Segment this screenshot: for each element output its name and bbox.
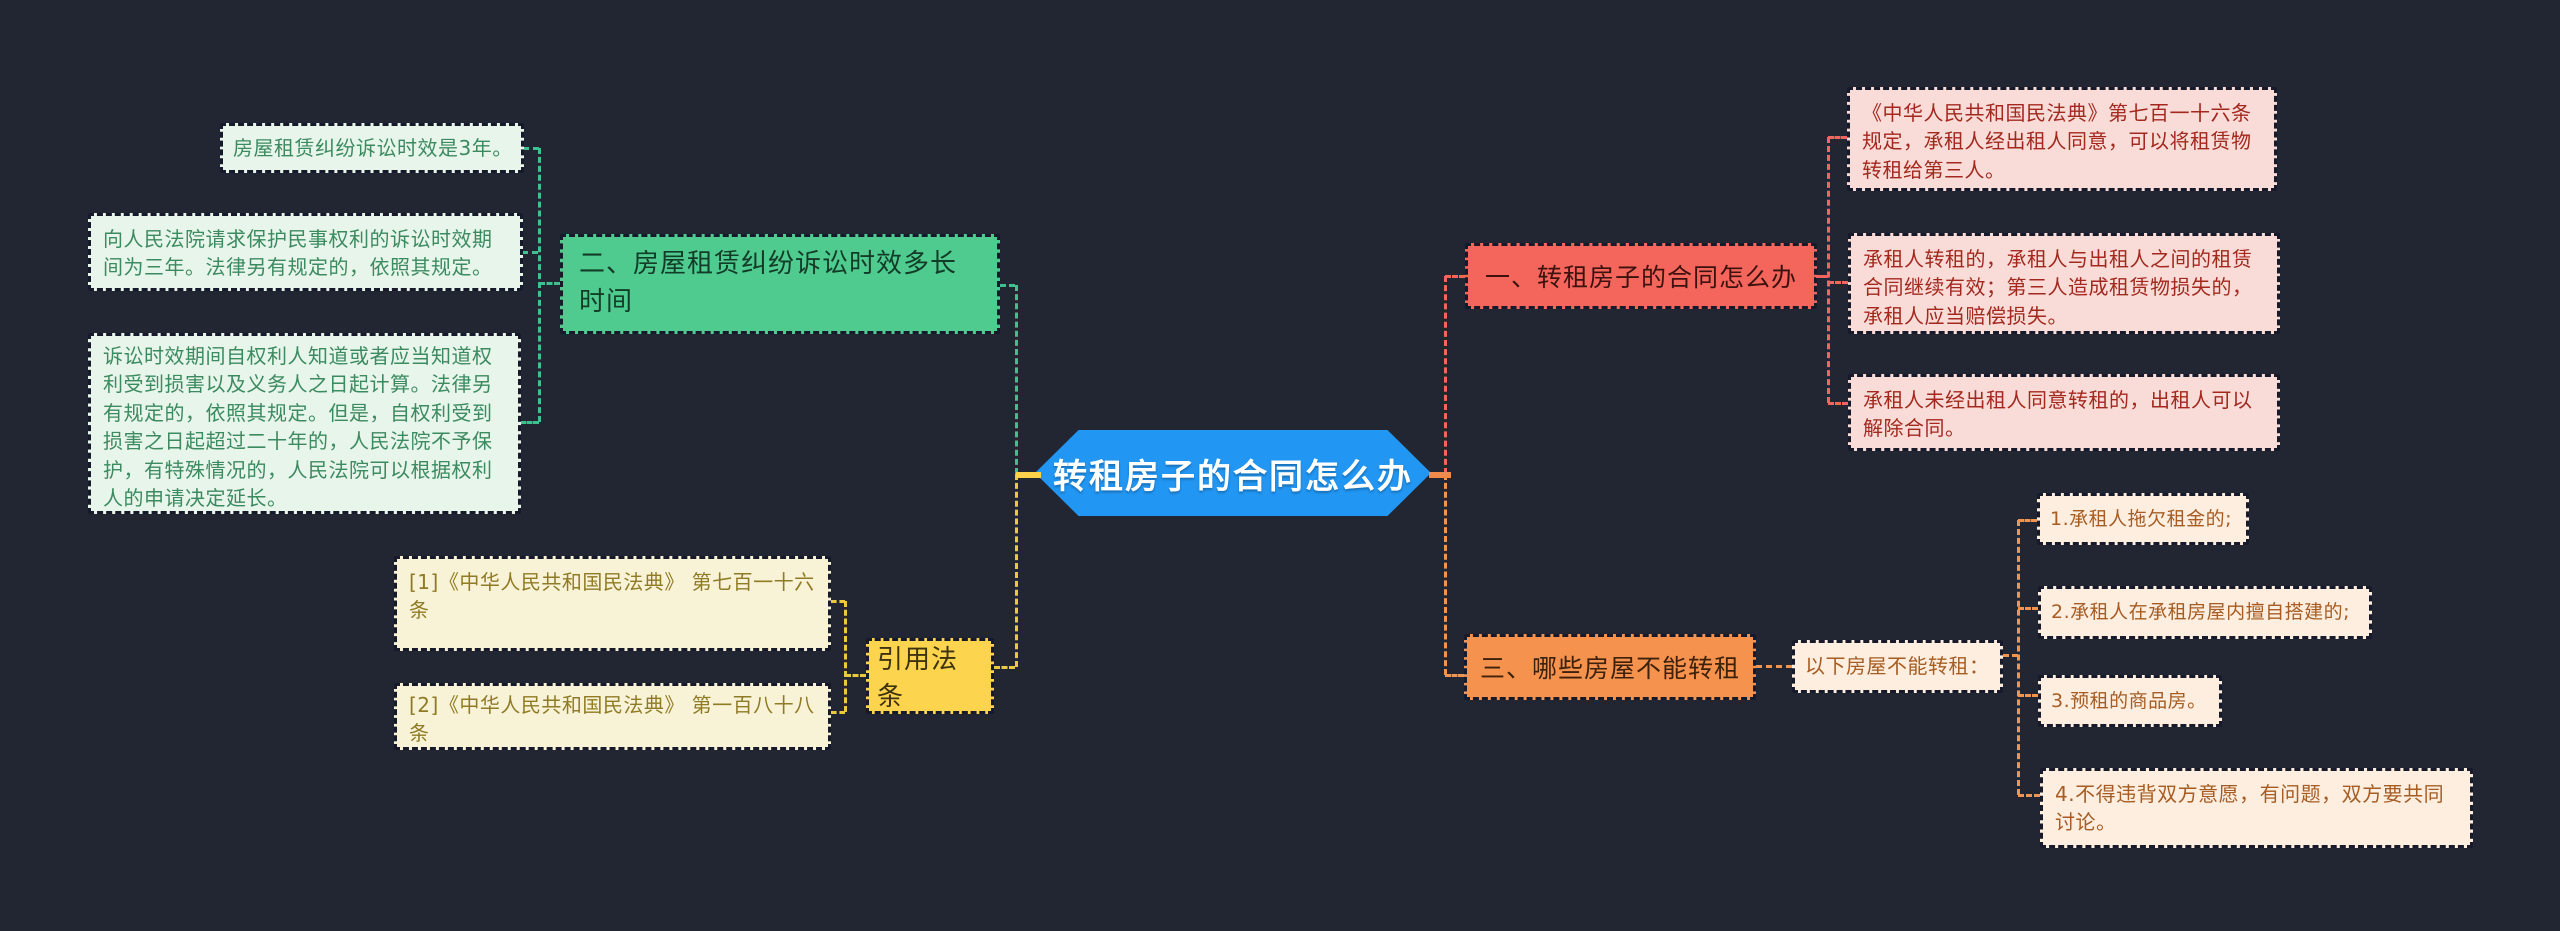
connector-intro-to-subtrunk — [2003, 654, 2018, 657]
note-contract-1[interactable]: 《中华人民共和国民法典》第七百一十六条规定，承租人经出租人同意，可以将租赁物转租… — [1847, 87, 2277, 191]
note-no-sublet-1[interactable]: 1.承租人拖欠租金的; — [2037, 493, 2249, 545]
note-limitation-1[interactable]: 房屋租赁纠纷诉讼时效是3年。 — [220, 123, 524, 173]
connector-citation-node-stub — [845, 674, 866, 677]
connector-main-left-bottom — [1015, 474, 1018, 667]
note-citation-2[interactable]: [2]《中华人民共和国民法典》 第一百八十八条 — [394, 683, 831, 750]
connector-limitation-subtrunk — [538, 148, 541, 422]
note-contract-2[interactable]: 承租人转租的，承租人与出租人之间的租赁合同继续有效；第三人造成租赁物损失的，承租… — [1848, 233, 2280, 334]
connector-note-no-sublet-3 — [2018, 694, 2038, 697]
central-topic[interactable]: 转租房子的合同怎么办 — [1035, 430, 1431, 516]
connector-no-sublet-intro — [1756, 665, 1792, 668]
branch-topic-no-sublet[interactable]: 三、哪些房屋不能转租 — [1464, 634, 1756, 700]
connector-citation-to-trunk — [994, 666, 1015, 669]
connector-note-limitation-1 — [523, 147, 539, 150]
connector-contract-to-trunk — [1445, 275, 1465, 278]
note-no-sublet-3[interactable]: 3.预租的商品房。 — [2038, 675, 2222, 727]
connector-no-sublet-subtrunk — [2017, 520, 2020, 795]
connector-citation-subtrunk — [844, 601, 847, 712]
connector-note-contract-1 — [1828, 136, 1847, 139]
connector-center-left-stub — [1016, 472, 1041, 478]
branch-topic-citation[interactable]: 引用法条 — [866, 638, 994, 714]
connector-note-contract-2 — [1828, 281, 1848, 284]
connector-note-limitation-2 — [522, 251, 538, 254]
note-no-sublet-intro[interactable]: 以下房屋不能转租： — [1792, 640, 2003, 693]
note-no-sublet-2[interactable]: 2.承租人在承租房屋内擅自搭建的; — [2038, 586, 2372, 639]
note-no-sublet-4[interactable]: 4.不得违背双方意愿，有问题，双方要共同讨论。 — [2040, 768, 2473, 848]
note-limitation-2[interactable]: 向人民法院请求保护民事权利的诉讼时效期间为三年。法律另有规定的，依照其规定。 — [88, 213, 523, 291]
connector-note-citation-1 — [831, 600, 845, 603]
connector-note-limitation-3 — [520, 421, 539, 424]
connector-no-sublet-to-trunk — [1445, 674, 1464, 677]
note-limitation-3[interactable]: 诉讼时效期间自权利人知道或者应当知道权利受到损害以及义务人之日起计算。法律另有规… — [88, 333, 521, 514]
note-contract-3[interactable]: 承租人未经出租人同意转租的，出租人可以解除合同。 — [1848, 374, 2280, 451]
connector-note-no-sublet-2 — [2018, 607, 2038, 610]
connector-center-right-stub — [1429, 472, 1451, 478]
connector-limitation-node-stub — [539, 282, 560, 285]
connector-contract-subtrunk — [1827, 137, 1830, 403]
connector-main-right-top — [1444, 276, 1447, 474]
note-citation-1[interactable]: [1]《中华人民共和国民法典》 第七百一十六条 — [394, 556, 831, 651]
connector-contract-node-stub — [1816, 275, 1828, 278]
connector-main-right-bottom — [1444, 474, 1447, 675]
connector-note-contract-3 — [1828, 402, 1848, 405]
connector-note-citation-2 — [831, 711, 845, 714]
connector-main-left-top — [1015, 285, 1018, 474]
branch-topic-limitation[interactable]: 二、房屋租赁纠纷诉讼时效多长时间 — [560, 234, 1000, 334]
connector-note-no-sublet-4 — [2018, 794, 2040, 797]
connector-note-no-sublet-1 — [2018, 519, 2037, 522]
connector-limitation-to-trunk — [1000, 284, 1015, 287]
branch-topic-contract[interactable]: 一、转租房子的合同怎么办 — [1465, 243, 1817, 309]
